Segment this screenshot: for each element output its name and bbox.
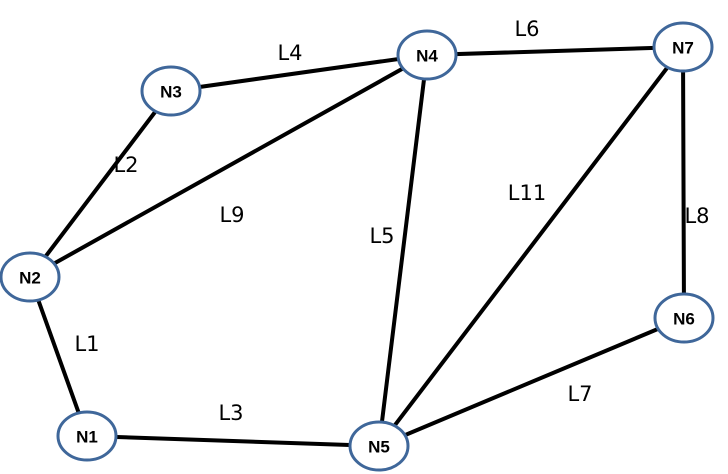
link-label-l7: L7 [567, 382, 592, 406]
node-n2: N2 [0, 251, 61, 303]
node-n5: N5 [348, 420, 410, 472]
node-label-n2: N2 [19, 269, 41, 288]
node-shape-n5 [348, 420, 410, 472]
node-n6: N6 [653, 292, 715, 344]
node-label-n4: N4 [416, 47, 438, 66]
node-n3: N3 [140, 65, 202, 117]
link-label-l5: L5 [369, 224, 394, 248]
link-label-l9: L9 [219, 203, 244, 227]
link-l11 [377, 45, 685, 448]
node-shape-n4 [396, 29, 458, 81]
link-label-l4: L4 [277, 41, 302, 65]
link-l3 [85, 434, 381, 448]
link-l1 [28, 275, 89, 438]
node-label-n3: N3 [160, 83, 182, 102]
node-n4: N4 [396, 29, 458, 81]
link-l9 [28, 53, 429, 279]
link-label-l1: L1 [74, 332, 99, 356]
node-shape-n7 [652, 21, 714, 73]
node-label-n6: N6 [673, 310, 695, 329]
link-label-l8: L8 [684, 204, 709, 228]
link-l6 [425, 45, 685, 57]
link-l2 [28, 89, 173, 279]
link-label-l2: L2 [113, 153, 138, 177]
link-label-l3: L3 [218, 401, 243, 425]
node-label-n1: N1 [76, 428, 98, 447]
link-l8 [681, 45, 686, 320]
node-n7: N7 [652, 21, 714, 73]
link-l7 [377, 316, 686, 448]
node-label-n7: N7 [672, 39, 694, 58]
node-shape-n6 [653, 292, 715, 344]
link-label-l11: L11 [508, 181, 546, 205]
link-l5 [377, 53, 429, 448]
links-layer [28, 45, 686, 448]
link-label-l6: L6 [514, 17, 539, 41]
node-shape-n3 [140, 65, 202, 117]
node-label-n5: N5 [368, 438, 390, 457]
link-l4 [169, 53, 429, 93]
node-n1: N1 [56, 410, 118, 462]
node-shape-n2 [0, 251, 61, 303]
node-shape-n1 [56, 410, 118, 462]
